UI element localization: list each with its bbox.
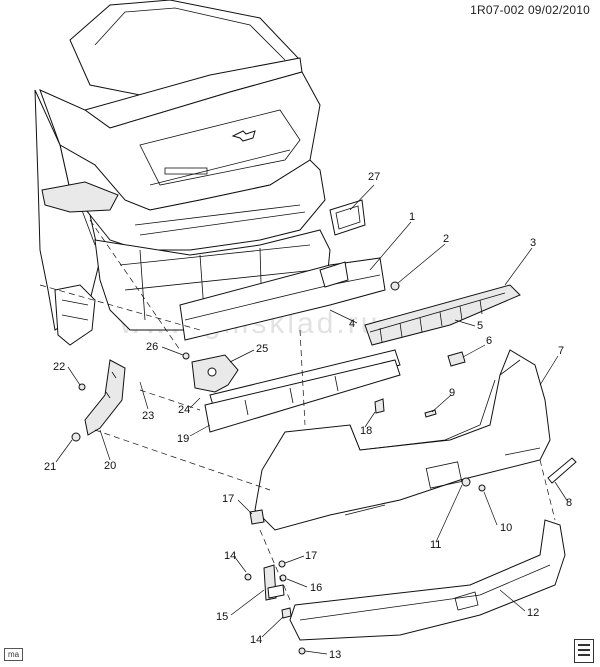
part-3-bracket xyxy=(364,284,521,346)
callout-1: 1 xyxy=(409,211,415,223)
callout-4: 4 xyxy=(349,318,355,330)
callout-15: 15 xyxy=(216,611,228,623)
part-17-fastener-lower xyxy=(278,560,286,568)
callout-20: 20 xyxy=(104,460,116,472)
part-8-strip xyxy=(547,457,577,484)
callout-21: 21 xyxy=(44,461,56,473)
callout-14-upper: 14 xyxy=(224,550,236,562)
leader-lines xyxy=(55,184,569,655)
callout-17-upper: 17 xyxy=(222,493,234,505)
part-10-fastener xyxy=(478,484,486,492)
part-19-bar xyxy=(204,349,401,433)
part-7-fascia xyxy=(254,349,551,531)
callout-19: 19 xyxy=(177,433,189,445)
callout-7: 7 xyxy=(558,345,564,357)
callout-12: 12 xyxy=(527,607,539,619)
callout-labels: 27 1 2 3 4 5 6 7 26 25 22 23 24 9 19 18 … xyxy=(44,171,572,661)
callout-25: 25 xyxy=(256,343,268,355)
part-11-fastener xyxy=(461,477,471,487)
callout-27: 27 xyxy=(368,171,380,183)
callout-13: 13 xyxy=(329,649,341,661)
part-25-bracket xyxy=(191,354,239,393)
part-22-screw xyxy=(78,383,86,391)
part-17-fastener-upper xyxy=(249,509,265,525)
part-6-clip xyxy=(447,351,466,367)
part-1-absorber xyxy=(179,257,386,341)
callout-11: 11 xyxy=(430,539,441,551)
part-18-screw xyxy=(374,398,385,414)
callout-5: 5 xyxy=(477,320,483,332)
callout-14-lower: 14 xyxy=(250,634,262,646)
callout-16: 16 xyxy=(310,582,322,594)
assembly-guide-lines xyxy=(39,219,556,601)
callout-8: 8 xyxy=(566,497,572,509)
part-20-bracket xyxy=(84,359,126,436)
diagram-code: 1R07-002 xyxy=(470,3,525,17)
part-26-fastener xyxy=(182,352,190,360)
callout-22: 22 xyxy=(53,361,65,373)
part-9-screw xyxy=(424,409,437,418)
diagram-date: 09/02/2010 xyxy=(527,3,590,17)
part-12-valance xyxy=(289,519,566,641)
callout-6: 6 xyxy=(486,335,492,347)
callout-23: 23 xyxy=(142,410,154,422)
part-14-nut-lower xyxy=(281,607,292,619)
vehicle-rear-body xyxy=(34,0,331,346)
part-13-fastener xyxy=(298,647,306,655)
callout-17-lower: 17 xyxy=(305,550,317,562)
callout-24: 24 xyxy=(178,404,190,416)
part-27 xyxy=(329,199,366,236)
corner-tag: ma xyxy=(4,648,24,661)
callout-18: 18 xyxy=(360,425,372,437)
publisher-logo xyxy=(574,639,594,663)
callout-9: 9 xyxy=(449,387,455,399)
part-21-nut xyxy=(71,432,81,442)
callout-3: 3 xyxy=(530,237,536,249)
callout-10: 10 xyxy=(500,522,512,534)
callout-26: 26 xyxy=(146,341,158,353)
callout-2: 2 xyxy=(443,233,449,245)
part-15-bracket xyxy=(263,564,285,601)
diagram-header: 1R07-002 09/02/2010 xyxy=(470,3,590,17)
part-14-nut-upper xyxy=(244,573,252,581)
part-2-fastener xyxy=(390,281,400,291)
